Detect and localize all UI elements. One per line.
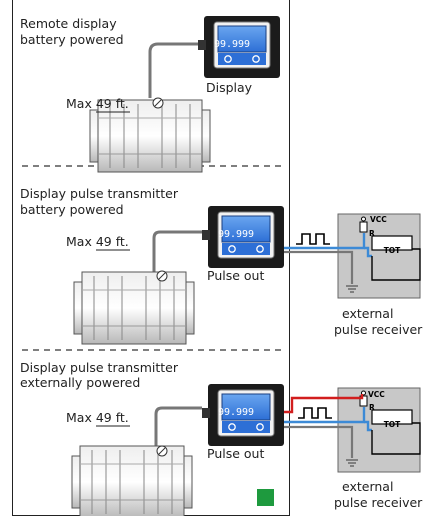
section-2-r-label: R <box>369 229 375 238</box>
section-3-tot-label: TOT <box>384 420 401 429</box>
section-2-vcc-label: VCC <box>370 215 387 224</box>
section-2-flowmeter-icon <box>73 271 195 345</box>
section-3-vcc-label: VCC <box>368 390 385 399</box>
section-3-r-label: R <box>369 403 375 412</box>
section-3-cable-label: Max 49 ft. <box>66 410 129 425</box>
section-pulse-battery: Display pulse transmitter battery powere… <box>20 186 423 345</box>
section-2-receiver-caption-line1: external <box>342 306 393 321</box>
section-2-device-label: Pulse out <box>207 268 264 283</box>
section-2-title-line2: battery powered <box>20 202 124 217</box>
section-2-ground-icon <box>346 285 358 293</box>
section-3-ground-icon <box>346 459 358 467</box>
section-3-device-label: Pulse out <box>207 446 264 461</box>
section-3-pulse-signal-icon <box>298 407 332 419</box>
section-3-display-readout: 99.999 <box>218 407 254 418</box>
section-3-flowmeter-icon <box>71 445 193 516</box>
section-1-display-readout: 99.999 <box>214 39 250 50</box>
section-2-pulse-signal-icon <box>296 233 330 245</box>
section-3-ground-wire <box>284 425 354 458</box>
section-remote-display: Remote display battery powered Max 49 ft… <box>20 15 281 173</box>
section-3-receiver-caption-line2: pulse receiver <box>334 495 423 510</box>
section-3-power-wire <box>284 394 364 414</box>
section-1-title-line1: Remote display <box>20 16 117 31</box>
section-2-title-line1: Display pulse transmitter <box>20 186 179 201</box>
section-2-cable <box>152 230 204 274</box>
section-1-device-label: Display <box>206 80 253 95</box>
section-2-tot-label: TOT <box>384 246 401 255</box>
section-1-cable-label: Max 49 ft. <box>66 96 129 111</box>
section-1-cable <box>148 42 200 98</box>
section-2-display-readout: 99.999 <box>218 229 254 240</box>
section-3-receiver-caption-line1: external <box>342 479 393 494</box>
section-2-ground-wire <box>284 250 354 284</box>
section-3-cable <box>154 406 202 450</box>
section-pulse-external: Display pulse transmitter externally pow… <box>20 360 423 516</box>
section-1-title-line2: battery powered <box>20 32 124 47</box>
section-2-receiver-caption-line2: pulse receiver <box>334 322 423 337</box>
section-3-title-line1: Display pulse transmitter <box>20 360 179 375</box>
section-2-cable-label: Max 49 ft. <box>66 234 129 249</box>
green-indicator-square <box>257 489 274 506</box>
section-3-title-line2: externally powered <box>20 375 140 390</box>
